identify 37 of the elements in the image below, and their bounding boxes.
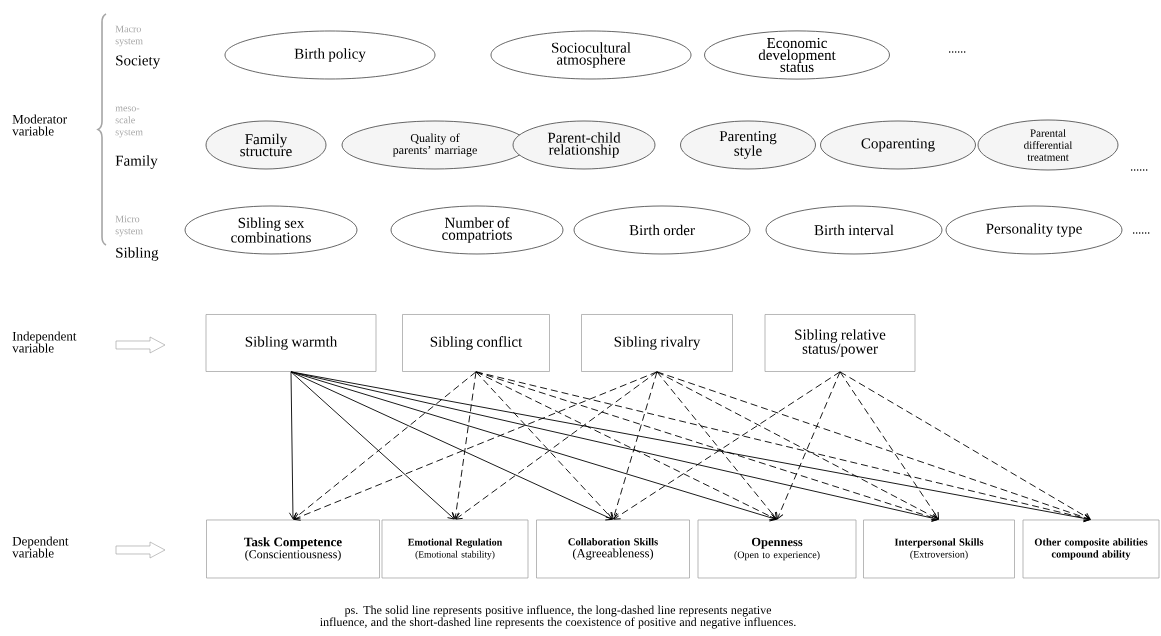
level-name: Family	[115, 155, 158, 169]
arrow	[475, 371, 613, 520]
level-note: meso-scale system	[115, 106, 143, 138]
arrow	[475, 371, 777, 521]
outcome-box: Emotional Regulation (Emotional stability)	[381, 519, 529, 579]
variable-box: Sibling rivalry	[581, 314, 733, 372]
axis-label: Moderator variable	[12, 114, 67, 136]
ellipsis: ......	[1131, 169, 1148, 171]
caption: ps. The solid line represents positive influence, the long-dashed line represents negative influence, and the short-dashed line represents the coexistence of positive and negative influences.	[320, 605, 796, 629]
outcome-box: Interpersonal Skills (Extroversion)	[863, 519, 1015, 579]
arrow	[475, 371, 1091, 522]
axis-label: Independent variable	[12, 331, 77, 353]
axis-label: Dependent variable	[12, 536, 69, 558]
arrow	[455, 371, 658, 520]
arrow	[613, 371, 841, 520]
level-name: Society	[116, 55, 161, 69]
arrow	[656, 371, 1091, 522]
level-note: Micro system	[115, 215, 143, 237]
arrow	[839, 371, 939, 520]
arrow	[288, 371, 297, 520]
outcome-box: Task Competence (Conscientiousness)	[206, 519, 380, 579]
variable-box: Sibling warmth	[205, 314, 377, 372]
arrow	[452, 371, 477, 520]
variable-box: Sibling conflict	[402, 314, 550, 372]
level-name: Sibling	[116, 247, 159, 261]
outcome-box: Openness (Open to experience)	[697, 519, 857, 579]
ellipsis: ......	[1133, 232, 1150, 234]
level-note: Macro system	[115, 25, 143, 47]
arrow	[656, 371, 939, 520]
variable-box: Sibling relative status/power	[764, 314, 916, 372]
arrow	[839, 371, 1091, 520]
arrow	[611, 371, 658, 520]
outcome-box: Collaboration Skills (Agreeableness)	[536, 519, 690, 579]
arrow	[776, 371, 841, 520]
ellipsis: ......	[949, 51, 966, 53]
arrow	[656, 371, 777, 520]
outcome-box: Other composite abilities compound ability	[1022, 519, 1160, 579]
